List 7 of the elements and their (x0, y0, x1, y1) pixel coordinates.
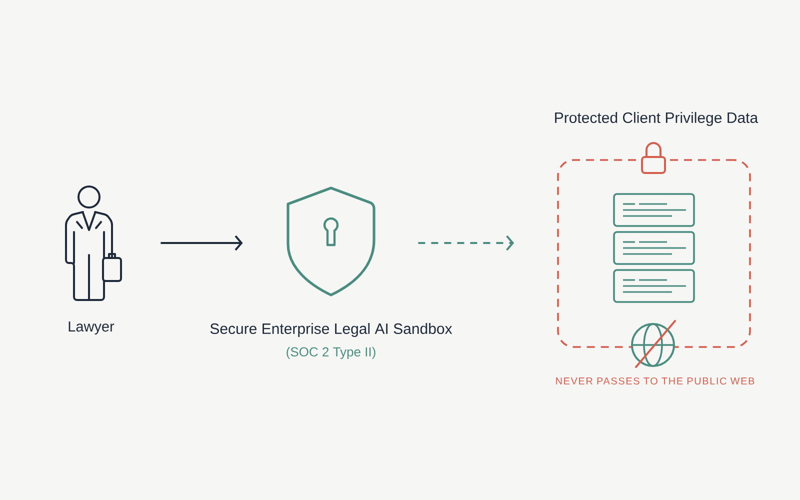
node-sublabel: (SOC 2 Type II) (286, 346, 376, 360)
node-label: Secure Enterprise Legal AI Sandbox (210, 323, 452, 337)
box-heading: Protected Client Privilege Data (555, 112, 758, 126)
arrow (418, 235, 514, 251)
node-label: Lawyer (68, 322, 114, 334)
warning-label: NEVER PASSES TO THE PUBLIC WEB (556, 377, 754, 385)
arrow (160, 235, 243, 251)
